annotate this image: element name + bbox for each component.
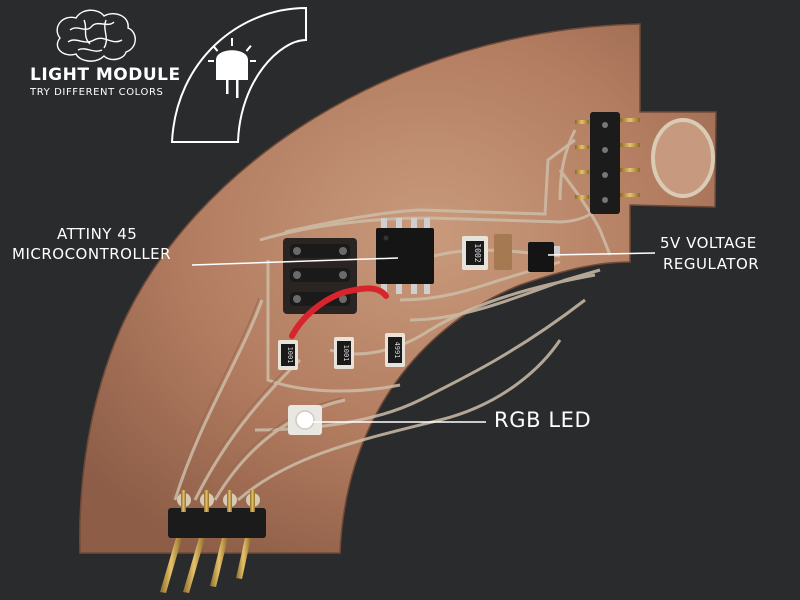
attiny45-chip (376, 218, 434, 294)
callout-mcu-line2: MICROCONTROLLER (12, 245, 172, 263)
callout-mcu-line1: ATTINY 45 (57, 225, 138, 243)
capacitor (494, 234, 512, 270)
jumper-wire (289, 285, 389, 339)
resistor-code-1001-left: 1001 (286, 347, 294, 364)
resistor-1001-mid: 1001 (334, 337, 354, 369)
bulb-icon (208, 38, 256, 98)
callout-regulator-line1: 5V VOLTAGE (660, 234, 757, 252)
resistor-1002: 1002 (462, 236, 488, 270)
callout-line-regulator (547, 252, 656, 256)
module-subtitle: TRY DIFFERENT COLORS (30, 87, 164, 98)
isolated-pad (651, 118, 715, 198)
right-pin-header (575, 112, 640, 214)
callout-regulator-line2: REGULATOR (663, 255, 760, 273)
module-title: LIGHT MODULE (30, 65, 181, 85)
resistor-4991: 4991 (385, 333, 405, 367)
brain-icon (56, 9, 136, 62)
rgb-led (288, 405, 322, 435)
resistor-1001-left: 1001 (278, 340, 298, 370)
module-arc-icon (170, 6, 307, 143)
resistor-code-4991: 4991 (393, 342, 401, 359)
resistor-code-1002: 1002 (473, 243, 482, 262)
resistor-code-1001-mid: 1001 (342, 345, 350, 362)
callout-rgb-led: RGB LED (494, 408, 592, 432)
voltage-regulator (528, 242, 560, 272)
callout-line-mcu (191, 257, 399, 266)
bottom-pin-header (160, 490, 266, 593)
